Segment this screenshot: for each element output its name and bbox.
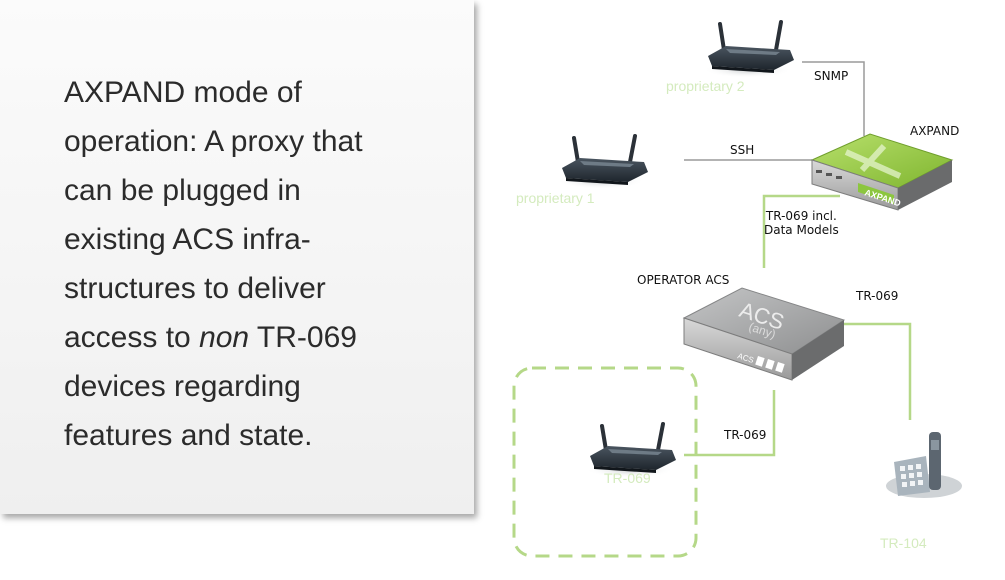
device-name-tr104: TR-104 [880, 535, 927, 551]
description-emphasis: non [199, 321, 250, 354]
tr069-phone-link [844, 322, 912, 420]
device-name-tr069: TR-069 [604, 470, 651, 486]
axpand-label: AXPAND [910, 124, 960, 138]
description-line: devices regarding [64, 370, 301, 403]
device-name-proprietary-2: proprietary 2 [666, 78, 745, 94]
router-left-icon [557, 134, 648, 189]
tr069-router-link [684, 390, 776, 457]
router-bottom-icon [586, 422, 676, 478]
tr069-data-models-line: Data Models [764, 223, 839, 237]
description-line: AXPAND mode of [64, 76, 302, 109]
operator-acs-label: OPERATOR ACS [637, 273, 730, 287]
description-text-segment: TR-069 [249, 321, 357, 354]
tr069-router-label: TR-069 [724, 428, 767, 442]
description-line: access to non TR-069 [64, 313, 444, 362]
description-panel: AXPAND mode of operation: A proxy that c… [0, 0, 474, 514]
description-line: features and state. [64, 419, 313, 452]
description-text-segment: access to [64, 321, 200, 354]
tr069-models-link [762, 194, 840, 268]
tr069-device-group [512, 366, 698, 558]
snmp-link [802, 61, 865, 136]
tr069-data-models-label: TR-069 incl. Data Models [764, 209, 839, 237]
axpand-server-icon: AXPAND [810, 133, 954, 211]
tr069-phone-label: TR-069 [856, 289, 899, 303]
description-text: AXPAND mode of operation: A proxy that c… [64, 68, 444, 460]
description-line: structures to deliver [64, 272, 326, 305]
description-line: existing ACS infra- [64, 223, 311, 256]
snmp-label: SNMP [814, 69, 849, 83]
device-name-proprietary-1: proprietary 1 [516, 190, 595, 206]
description-line: can be plugged in [64, 174, 301, 207]
description-line: operation: A proxy that [64, 125, 363, 158]
connections [684, 61, 912, 457]
desk-phone-icon [886, 432, 962, 498]
acs-server-icon: ACS (any) ACS [682, 287, 846, 381]
ssh-label: SSH [730, 143, 755, 157]
tr069-data-models-line: TR-069 incl. [765, 209, 837, 223]
router-top-icon [704, 20, 794, 78]
